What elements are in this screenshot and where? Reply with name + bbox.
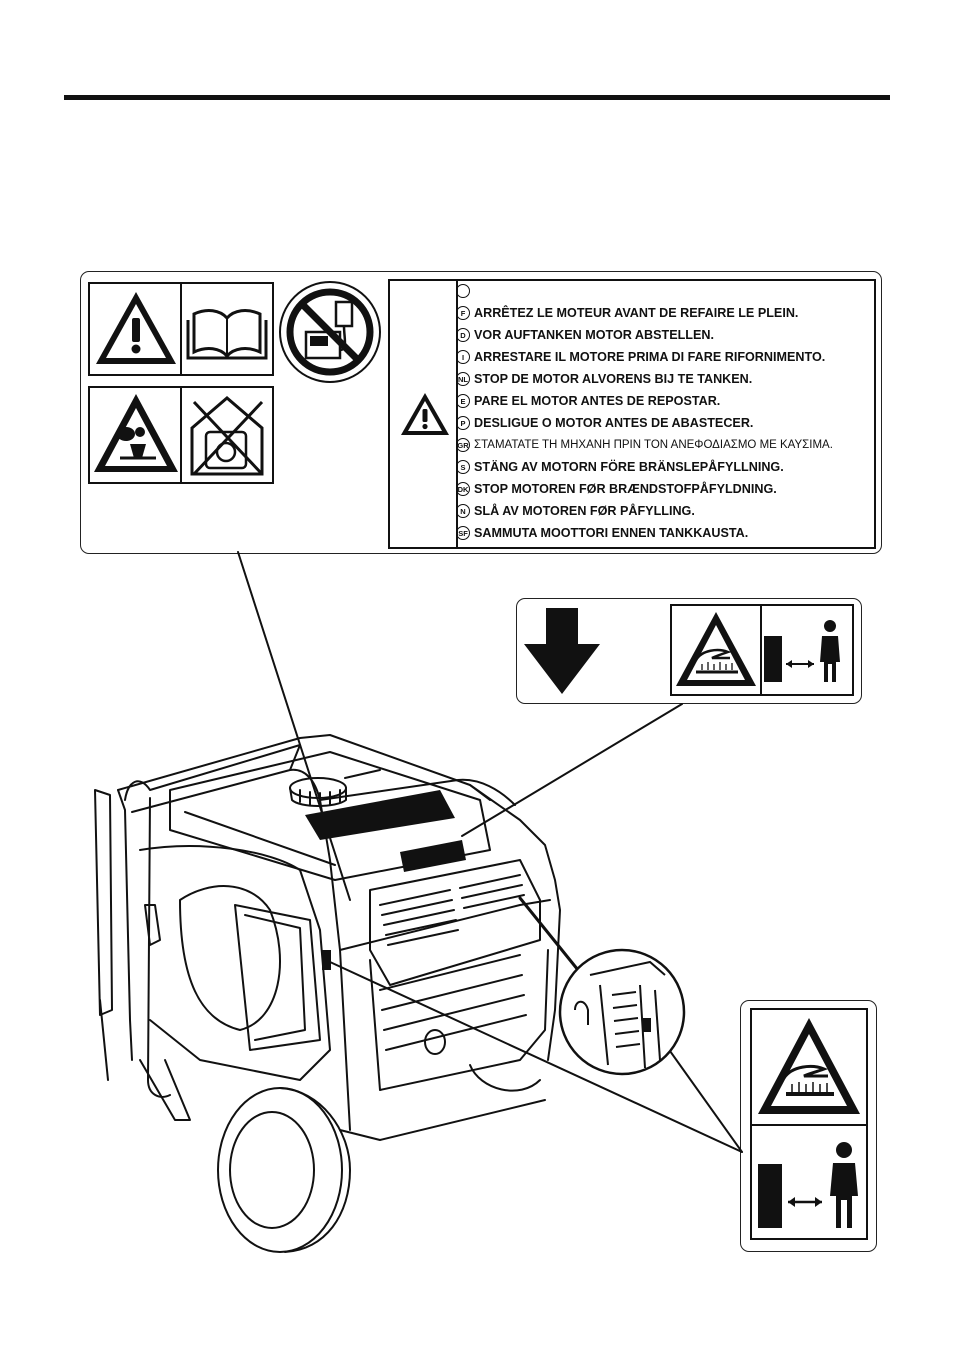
fuel-warning-text-label [388,279,876,549]
lang-line-dk: DK STOP MOTOREN FØR BRÆNDSTOFPÅFYLDNING. [456,480,777,498]
lang-line-0 [456,282,474,300]
lang-line-nl: NL STOP DE MOTOR ALVORENS BIJ TE TANKEN. [456,370,752,388]
lang-line-e: E PARE EL MOTOR ANTES DE REPOSTAR. [456,392,720,410]
exhaust-indoor-label [88,386,274,484]
no-grid-connection-icon [279,281,381,383]
lang-code: DK [456,482,470,496]
warning-text: VOR AUFTANKEN MOTOR ABSTELLEN. [474,328,714,342]
warning-text: DESLIGUE O MOTOR ANTES DE ABASTECER. [474,416,754,430]
lang-line-d: D VOR AUFTANKEN MOTOR ABSTELLEN. [456,326,714,344]
lang-line-p: P DESLIGUE O MOTOR ANTES DE ABASTECER. [456,414,753,432]
lang-line-i: I ARRESTARE IL MOTORE PRIMA DI FARE RIFOR… [456,348,825,366]
warning-text: PARE EL MOTOR ANTES DE REPOSTAR. [474,394,721,408]
lang-code [456,284,470,298]
warning-text: ΣΤΑΜΑΤΑΤΕ ΤΗ ΜΗΧΑΝΗ ΠΡΙΝ ΤΟΝ ΑΝΕΦΟΔΙΑΣΜΟ… [474,439,833,451]
lang-code: E [456,394,470,408]
lang-line-sf: SF SAMMUTA MOOTTORI ENNEN TANKKAUSTA. [456,524,748,542]
hot-surface-icon [758,1018,860,1114]
warning-text: SLÅ AV MOTOREN FØR PÅFYLLING. [474,504,695,518]
lang-code: NL [456,372,470,386]
hot-surface-icon [676,612,756,686]
lang-code: SF [456,526,470,540]
no-indoor-use-icon [190,396,264,476]
warning-triangle-icon [96,292,176,364]
lang-line-n: N SLÅ AV MOTOREN FØR PÅFYLLING. [456,502,695,520]
warning-text: ARRÊTEZ LE MOTEUR AVANT DE REFAIRE LE PL… [474,306,799,320]
warning-manual-label [88,282,274,376]
lang-code: S [456,460,470,474]
hot-surface-vertical-label [750,1008,868,1240]
lang-code: F [456,306,470,320]
lang-code: I [456,350,470,364]
warning-text: STOP DE MOTOR ALVORENS BIJ TE TANKEN. [474,372,753,386]
warning-text: SAMMUTA MOOTTORI ENNEN TANKKAUSTA. [474,526,749,540]
lang-code: P [456,416,470,430]
lang-line-gr: GR ΣΤΑΜΑΤΑΤΕ ΤΗ ΜΗΧΑΝΗ ΠΡΙΝ ΤΟΝ ΑΝΕΦΟΔΙΑΣ… [456,436,833,454]
lang-code: D [456,328,470,342]
lang-code: GR [456,438,470,452]
exhaust-gas-warning-icon [94,394,178,472]
down-arrow-icon [524,608,600,694]
warning-text: STÄNG AV MOTORN FÖRE BRÄNSLEPÅFYLLNING. [474,460,784,474]
header-rule [64,95,890,100]
lang-line-s: S STÄNG AV MOTORN FÖRE BRÄNSLEPÅFYLLNING. [456,458,784,476]
keep-distance-icon [764,620,840,682]
warning-text: STOP MOTOREN FØR BRÆNDSTOFPÅFYLDNING. [474,482,777,496]
hot-surface-distance-label [670,604,854,696]
lang-code: N [456,504,470,518]
keep-distance-icon [758,1142,858,1228]
warning-triangle-icon [401,393,449,435]
warning-text: ARRESTARE IL MOTORE PRIMA DI FARE RIFORN… [474,350,826,364]
read-manual-icon [186,309,268,360]
lang-line-f: F ARRÊTEZ LE MOTEUR AVANT DE REFAIRE LE P… [456,304,798,322]
